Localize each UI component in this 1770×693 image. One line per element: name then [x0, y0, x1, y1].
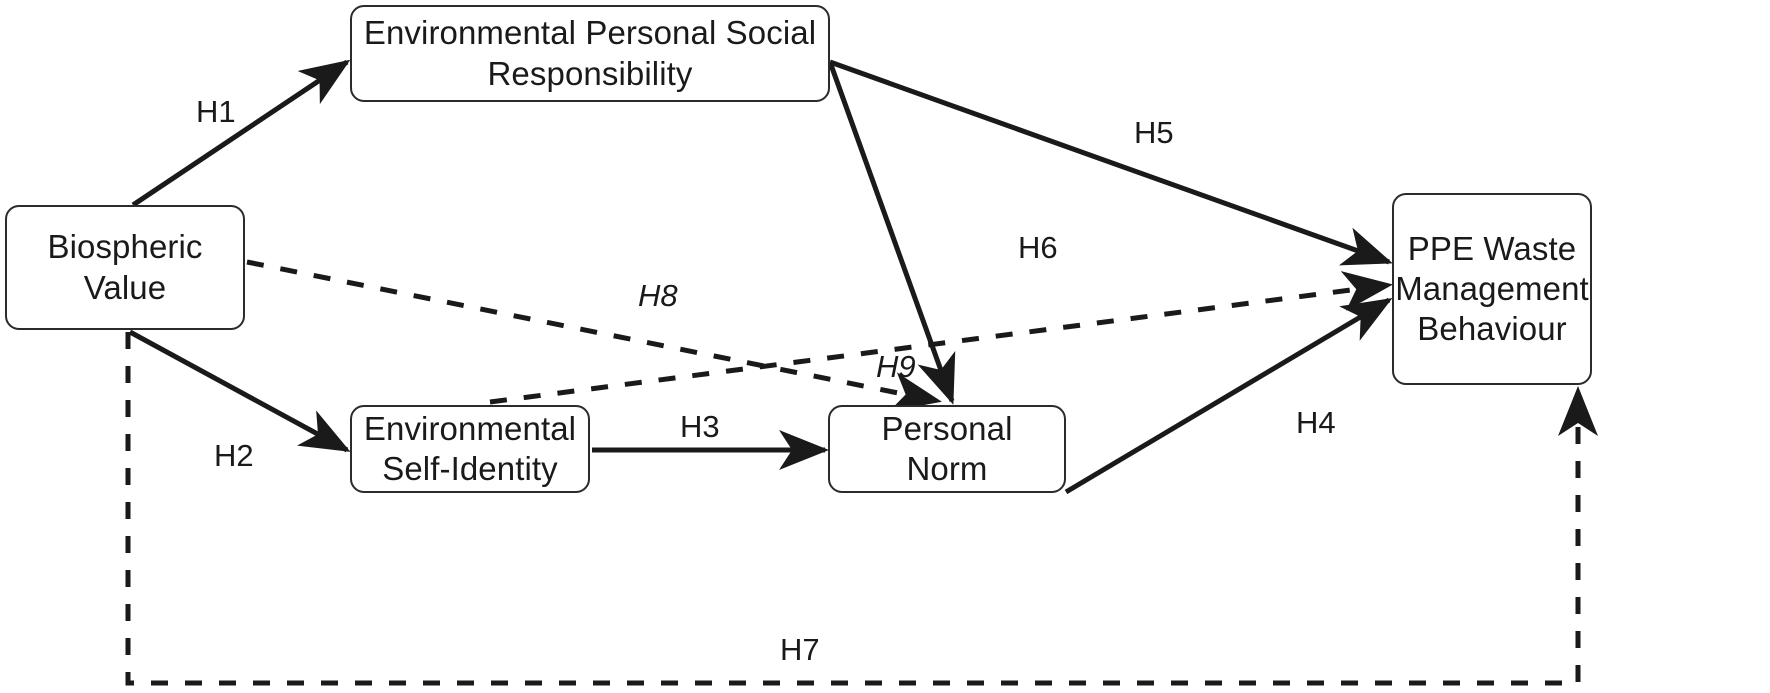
edge-label-h7: H7 [780, 632, 820, 667]
node-personal-norm-label: Personal Norm [881, 409, 1013, 487]
node-personal-norm[interactable]: Personal Norm [828, 405, 1066, 493]
node-environmental-personal-social-responsibility-label: Environmental Personal Social Responsibi… [363, 14, 817, 92]
node-environmental-personal-social-responsibility[interactable]: Environmental Personal Social Responsibi… [350, 5, 830, 102]
node-biospheric-value-label: Biospheric Value [47, 228, 203, 306]
edge-label-h3: H3 [680, 409, 720, 444]
edge-label-h2: H2 [214, 438, 254, 473]
edge-label-h4: H4 [1296, 405, 1336, 440]
edge-h7-path [125, 332, 1598, 686]
node-ppe-waste-management-behaviour-label: PPE Waste Management Behaviour [1395, 229, 1589, 348]
edge-h1-line [131, 59, 351, 208]
node-environmental-self-identity[interactable]: Environmental Self-Identity [350, 405, 590, 493]
node-ppe-waste-management-behaviour[interactable]: PPE Waste Management Behaviour [1392, 193, 1592, 385]
edge-h4-line [1064, 297, 1393, 495]
edge-label-h6: H6 [1018, 230, 1058, 265]
edge-label-h1: H1 [196, 94, 236, 129]
edge-label-h5: H5 [1134, 115, 1174, 150]
edge-label-h8: H8 [638, 278, 678, 313]
node-environmental-self-identity-label: Environmental Self-Identity [363, 409, 577, 487]
edge-h2-line [128, 329, 351, 453]
node-biospheric-value[interactable]: Biospheric Value [5, 205, 245, 330]
edge-label-h9: H9 [876, 349, 916, 384]
edge-h8-line [246, 259, 942, 412]
edge-h9-line [489, 271, 1393, 405]
edge-h5-line [829, 59, 1393, 266]
